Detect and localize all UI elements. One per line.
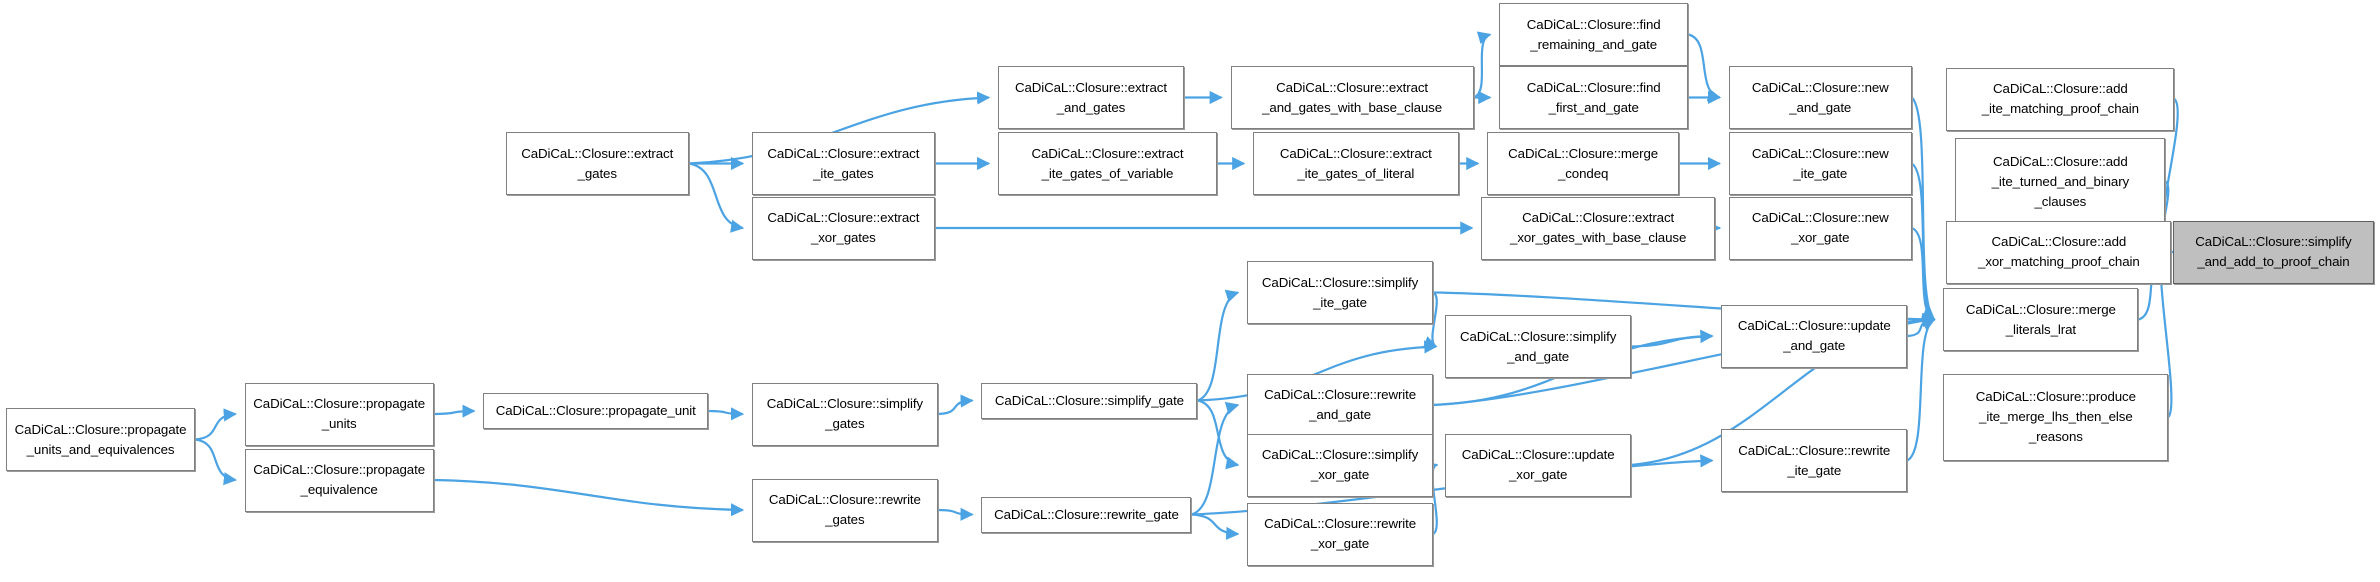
edge-new_xor_gate-to-merge_literals_lrat bbox=[1911, 226, 1936, 322]
edge-propagate_units-to-propagate_unit bbox=[433, 404, 476, 418]
graph-node-merge_condeq[interactable]: CaDiCaL::Closure::merge _condeq bbox=[1487, 132, 1680, 195]
graph-node-simplify_gate[interactable]: CaDiCaL::Closure::simplify_gate bbox=[981, 382, 1198, 419]
graph-node-new_and_gate[interactable]: CaDiCaL::Closure::new _and_gate bbox=[1728, 66, 1912, 129]
graph-node-extract_and_gates[interactable]: CaDiCaL::Closure::extract _and_gates bbox=[997, 66, 1184, 129]
edge-propagate_equivalence-to-rewrite_gates bbox=[433, 478, 745, 517]
edge-new_and_gate-to-merge_literals_lrat bbox=[1910, 96, 1936, 321]
edge-propagate_units_and_equivalences-to-propagate_equivalence bbox=[194, 438, 237, 486]
graph-node-simplify_xor_gate[interactable]: CaDiCaL::Closure::simplify _xor_gate bbox=[1247, 433, 1434, 497]
graph-node-add_xor_matching_proof_chain[interactable]: CaDiCaL::Closure::add _xor_matching_proo… bbox=[1946, 220, 2172, 284]
graph-node-extract_gates[interactable]: CaDiCaL::Closure::extract _gates bbox=[505, 132, 689, 195]
edge-new_ite_gate-to-merge_literals_lrat bbox=[1911, 162, 1936, 321]
graph-node-simplify_and_add_to_proof_chain[interactable]: CaDiCaL::Closure::simplify _and_add_to_p… bbox=[2172, 220, 2374, 284]
graph-node-extract_ite_gates_of_literal[interactable]: CaDiCaL::Closure::extract _ite_gates_of_… bbox=[1253, 132, 1459, 195]
graph-node-propagate_units_and_equivalences[interactable]: CaDiCaL::Closure::propagate _units_and_e… bbox=[6, 408, 196, 471]
graph-node-extract_and_gates_with_base_clause[interactable]: CaDiCaL::Closure::extract _and_gates_wit… bbox=[1230, 66, 1474, 129]
edge-update_and_gate-to-merge_literals_lrat bbox=[1907, 313, 1936, 338]
edge-simplify_gate-to-simplify_ite_gate bbox=[1197, 289, 1240, 402]
edge-propagate_units_and_equivalences-to-propagate_units bbox=[194, 408, 237, 441]
graph-node-rewrite_and_gate[interactable]: CaDiCaL::Closure::rewrite _and_gate bbox=[1247, 373, 1434, 437]
edge-rewrite_gate-to-rewrite_and_gate bbox=[1191, 401, 1240, 516]
graph-node-rewrite_gate[interactable]: CaDiCaL::Closure::rewrite_gate bbox=[981, 496, 1192, 533]
graph-node-rewrite_ite_gate[interactable]: CaDiCaL::Closure::rewrite _ite_gate bbox=[1721, 429, 1908, 492]
graph-node-produce_ite_merge_lhs_then_else_reasons[interactable]: CaDiCaL::Closure::produce _ite_merge_lhs… bbox=[1943, 373, 2169, 461]
edge-simplify_gates-to-simplify_gate bbox=[937, 394, 974, 416]
graph-node-simplify_ite_gate[interactable]: CaDiCaL::Closure::simplify _ite_gate bbox=[1247, 261, 1434, 324]
edge-rewrite_ite_gate-to-merge_literals_lrat bbox=[1906, 318, 1936, 462]
graph-node-extract_xor_gates[interactable]: CaDiCaL::Closure::extract _xor_gates bbox=[751, 196, 935, 260]
graph-node-update_and_gate[interactable]: CaDiCaL::Closure::update _and_gate bbox=[1721, 304, 1908, 368]
graph-node-simplify_and_gate[interactable]: CaDiCaL::Closure::simplify _and_gate bbox=[1445, 315, 1632, 378]
edge-propagate_unit-to-simplify_gates bbox=[708, 407, 745, 421]
edge-extract_gates-to-extract_xor_gates bbox=[688, 162, 745, 233]
graph-node-extract_ite_gates[interactable]: CaDiCaL::Closure::extract _ite_gates bbox=[751, 132, 935, 195]
graph-node-propagate_units[interactable]: CaDiCaL::Closure::propagate _units bbox=[244, 382, 434, 446]
graph-node-extract_xor_gates_with_base_clause[interactable]: CaDiCaL::Closure::extract _xor_gates_wit… bbox=[1481, 196, 1716, 260]
graph-node-rewrite_xor_gate[interactable]: CaDiCaL::Closure::rewrite _xor_gate bbox=[1247, 502, 1434, 566]
edge-simplify_and_gate-to-update_and_gate bbox=[1631, 329, 1714, 348]
edge-rewrite_gate-to-rewrite_xor_gate bbox=[1191, 513, 1240, 540]
graph-node-new_xor_gate[interactable]: CaDiCaL::Closure::new _xor_gate bbox=[1728, 196, 1912, 260]
graph-node-propagate_equivalence[interactable]: CaDiCaL::Closure::propagate _equivalence bbox=[244, 448, 434, 512]
graph-node-find_first_and_gate[interactable]: CaDiCaL::Closure::find _first_and_gate bbox=[1499, 66, 1689, 129]
graph-node-add_ite_turned_and_binary_clauses[interactable]: CaDiCaL::Closure::add _ite_turned_and_bi… bbox=[1955, 138, 2166, 225]
edge-simplify_gate-to-simplify_xor_gate bbox=[1197, 399, 1240, 470]
graph-node-simplify_gates[interactable]: CaDiCaL::Closure::simplify _gates bbox=[751, 382, 938, 446]
graph-node-propagate_unit[interactable]: CaDiCaL::Closure::propagate_unit bbox=[483, 393, 709, 429]
graph-node-find_remaining_and_gate[interactable]: CaDiCaL::Closure::find _remaining_and_ga… bbox=[1499, 3, 1689, 66]
graph-node-rewrite_gates[interactable]: CaDiCaL::Closure::rewrite _gates bbox=[751, 478, 938, 542]
edge-extract_and_gates_with_base_clause-to-find_remaining_and_gate bbox=[1473, 31, 1492, 99]
graph-node-new_ite_gate[interactable]: CaDiCaL::Closure::new _ite_gate bbox=[1728, 132, 1912, 195]
graph-node-extract_ite_gates_of_variable[interactable]: CaDiCaL::Closure::extract _ite_gates_of_… bbox=[997, 132, 1217, 195]
graph-node-update_xor_gate[interactable]: CaDiCaL::Closure::update _xor_gate bbox=[1445, 433, 1632, 497]
edge-find_remaining_and_gate-to-new_and_gate bbox=[1687, 33, 1722, 102]
graph-node-add_ite_matching_proof_chain[interactable]: CaDiCaL::Closure::add _ite_matching_proo… bbox=[1946, 67, 2175, 131]
edge-rewrite_gates-to-rewrite_gate bbox=[937, 507, 974, 521]
graph-node-merge_literals_lrat[interactable]: CaDiCaL::Closure::merge _literals_lrat bbox=[1943, 288, 2139, 351]
